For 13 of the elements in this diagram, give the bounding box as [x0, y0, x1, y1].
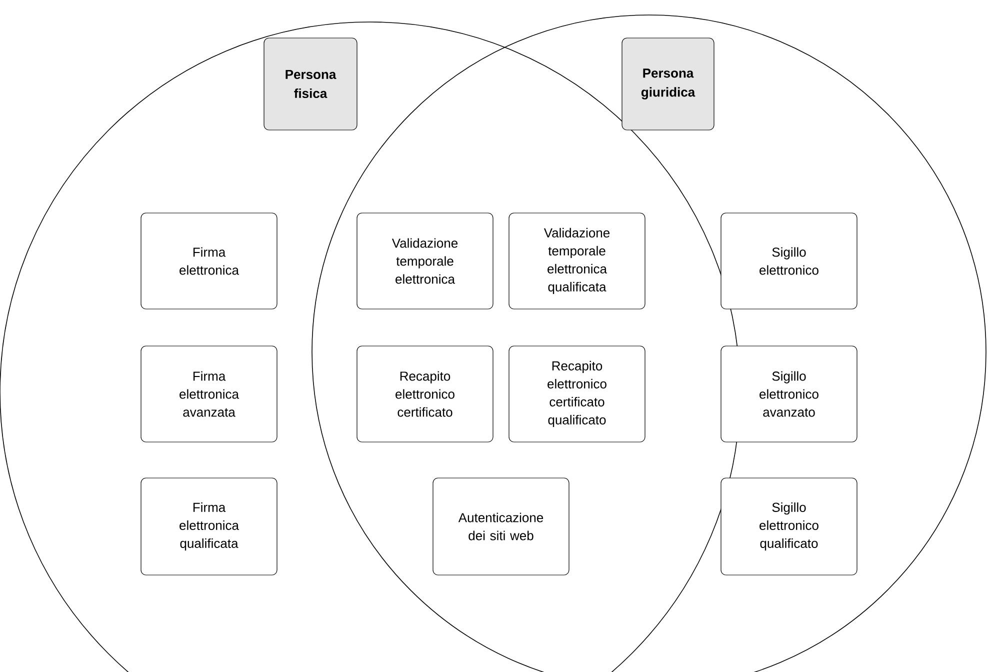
- service-box: Sigillo elettronico avanzato: [720, 346, 858, 442]
- service-box: Validazione temporale elettronica: [356, 212, 494, 310]
- service-box: Firma elettronica avanzata: [140, 346, 278, 442]
- service-box: Firma elettronica qualificata: [140, 478, 278, 576]
- service-box: Sigillo elettronico: [720, 212, 858, 310]
- service-box: Firma elettronica: [140, 212, 278, 310]
- service-box: Recapito elettronico certificato qualificato: [508, 346, 646, 442]
- service-box: Autenticazione dei siti web: [432, 478, 570, 576]
- service-box: Validazione temporale elettronica qualificata: [508, 212, 646, 310]
- heading-box: Persona giuridica: [622, 38, 714, 130]
- service-box: Sigillo elettronico qualificato: [720, 478, 858, 576]
- service-box: Recapito elettronico certificato: [356, 346, 494, 442]
- heading-box: Persona fisica: [264, 38, 358, 130]
